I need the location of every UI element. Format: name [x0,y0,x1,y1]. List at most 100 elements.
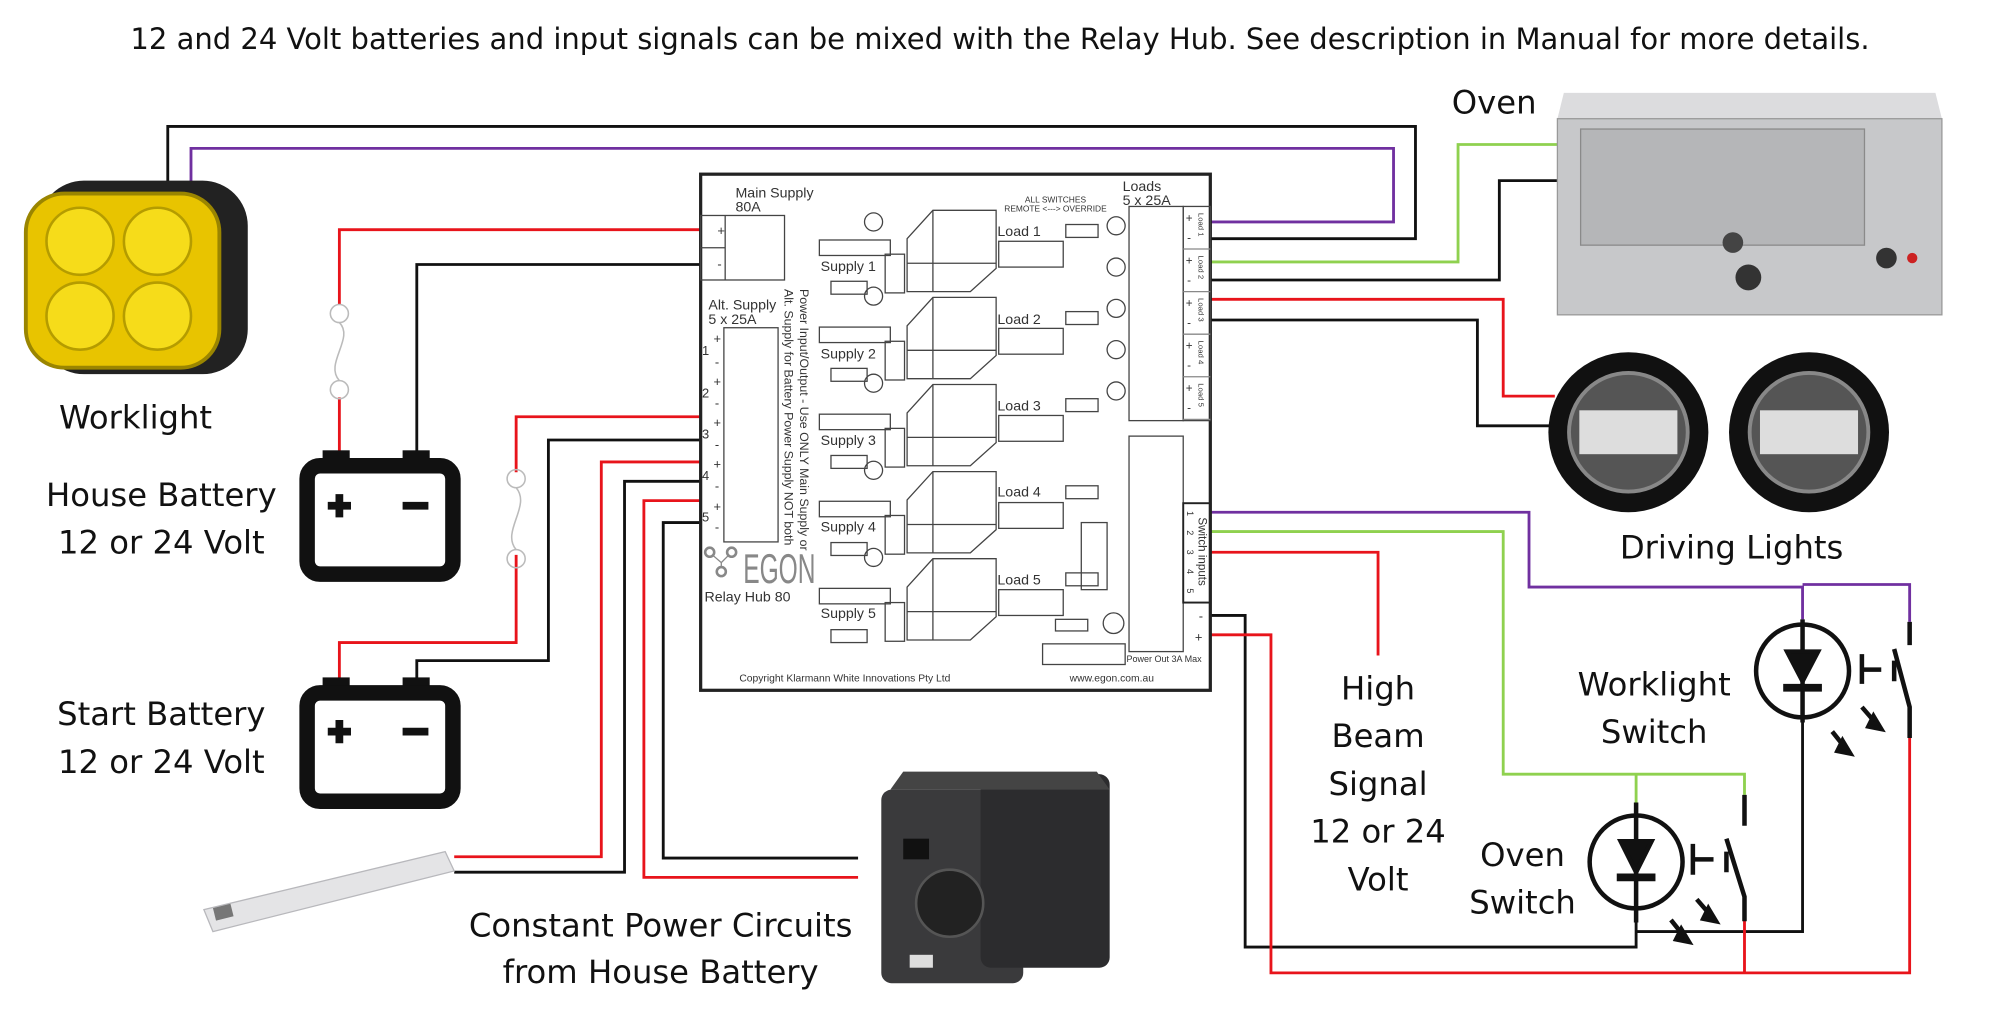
oven-switch-label: Oven [1480,836,1565,874]
svg-text:-: - [1187,231,1191,244]
supply-label: Supply 2 [821,347,876,363]
battery-icon [299,450,461,582]
resistor [830,629,868,644]
fuse-icon [506,468,526,569]
house-battery-voltage: 12 or 24 Volt [58,524,265,562]
oven-switch-sublabel: Switch [1469,884,1576,922]
wire-oven-positive [1210,143,1558,264]
relay [818,286,1099,382]
alt-supply-terminals: 12 34 5 +- +- +- +- +- [702,331,721,534]
svg-text:-: - [1187,316,1191,329]
alt-supply-rating: 5 x 25A [708,312,757,328]
fuse-holder [884,601,906,642]
wire-driving-lights-negative [1210,318,1555,428]
load-label: Load 4 [997,485,1041,501]
svg-text:+: + [1186,255,1193,268]
svg-text:+: + [714,374,722,389]
wire-driving-lights-positive [1210,297,1555,398]
wire-worklight-negative [166,125,1417,241]
resistor [830,541,868,557]
alt-supply-label: Alt. Supply [708,298,777,314]
constant-power-sublabel: from House Battery [503,953,819,991]
wire-main-supply-negative [415,263,701,459]
relay [818,373,1099,470]
load-terminals: +-Load 1+-Load 2+-Load 3+-Load 4+-Load 5 [1183,212,1211,420]
relay-channels [818,209,1126,644]
override-indicator [1106,298,1126,319]
resistor [830,280,868,295]
svg-text:Switch inputs: Switch inputs [1196,517,1209,586]
resistor [1065,398,1099,413]
wire-alt4-negative [454,479,701,874]
svg-text:High: High [1341,669,1415,707]
load-terminal-label: Load 5 [1197,383,1206,407]
power-out-minus: - [1199,609,1203,624]
supply-label: Supply 3 [821,433,876,449]
svg-text:1: 1 [702,343,709,358]
supply-label: Supply 4 [821,520,876,536]
worklight-switch-icon[interactable] [1753,619,1912,757]
worklight-switch-label: Worklight [1578,665,1731,703]
constant-power-label: Constant Power Circuits [469,907,853,945]
led-indicator [863,547,884,568]
diagram-title: 12 and 24 Volt batteries and input signa… [130,22,1869,56]
oven-image [1556,92,1943,316]
resistor [1065,223,1099,239]
wire-power-out-negative [1210,614,1804,949]
override-indicator [1106,257,1126,277]
svg-text:5: 5 [1185,588,1195,593]
high-beam-label: High Beam Signal 12 or 24 Volt [1310,669,1446,898]
driving-light-image [1729,352,1890,513]
load-label: Load 3 [997,398,1041,414]
copyright: Copyright Klarmann White Innovations Pty… [739,673,950,684]
resistor [1065,310,1099,326]
power-out-label: Power Out 3A Max [1126,654,1202,664]
svg-text:-: - [715,437,719,452]
power-note-line-1: Power Input/Output - Use ONLY Main Suppl… [797,289,811,551]
led-indicator [863,286,884,306]
wire-switch-input-3-high-beam [1210,550,1380,656]
wire-main-supply-positive [337,228,701,459]
svg-text:+: + [1186,382,1193,395]
svg-text:+: + [1186,297,1193,310]
battery-icon [299,677,461,810]
load-label: Load 2 [997,312,1041,328]
svg-text:-: - [715,478,719,493]
svg-text:Beam: Beam [1331,717,1424,755]
model-label: Relay Hub 80 [705,589,791,605]
loads-header: Loads [1123,179,1162,195]
wire-alt5-positive [642,499,859,879]
svg-text:+: + [1186,212,1193,225]
switch-input-terminals: 1 2 3 4 5 Switch inputs [1185,511,1209,593]
svg-text:+: + [1186,340,1193,353]
relay [818,460,1099,557]
svg-text:+: + [714,331,722,346]
fridge-image [881,771,1110,984]
svg-text:-: - [715,520,719,535]
switch-note: ALL SWITCHES [1025,195,1087,205]
svg-text:12 or 24: 12 or 24 [1310,813,1446,851]
svg-text:-: - [1187,402,1191,415]
wires [166,125,1912,975]
fuse-holder [884,514,906,555]
load-terminal-label: Load 2 [1197,255,1206,279]
egon-logo: EGON [703,546,815,592]
resistor [830,367,868,382]
override-indicator [1106,216,1126,236]
resistor [830,454,868,470]
wire-power-out-positive [1210,633,1912,975]
oven-switch-icon[interactable] [1587,794,1747,946]
relay [818,547,1099,644]
wire-alt3-positive [337,415,701,680]
led-strip-image [203,850,456,933]
loads-rating: 5 x 25A [1123,193,1172,209]
svg-text:-: - [1187,274,1191,287]
svg-text:Signal: Signal [1329,765,1428,803]
svg-text:3: 3 [702,427,709,442]
start-battery-label: Start Battery [57,695,265,733]
website: www.egon.com.au [1069,673,1155,684]
power-out-plus: + [1195,629,1203,644]
start-battery-voltage: 12 or 24 Volt [58,743,265,781]
svg-text:5: 5 [702,509,709,524]
svg-text:4: 4 [702,468,709,483]
